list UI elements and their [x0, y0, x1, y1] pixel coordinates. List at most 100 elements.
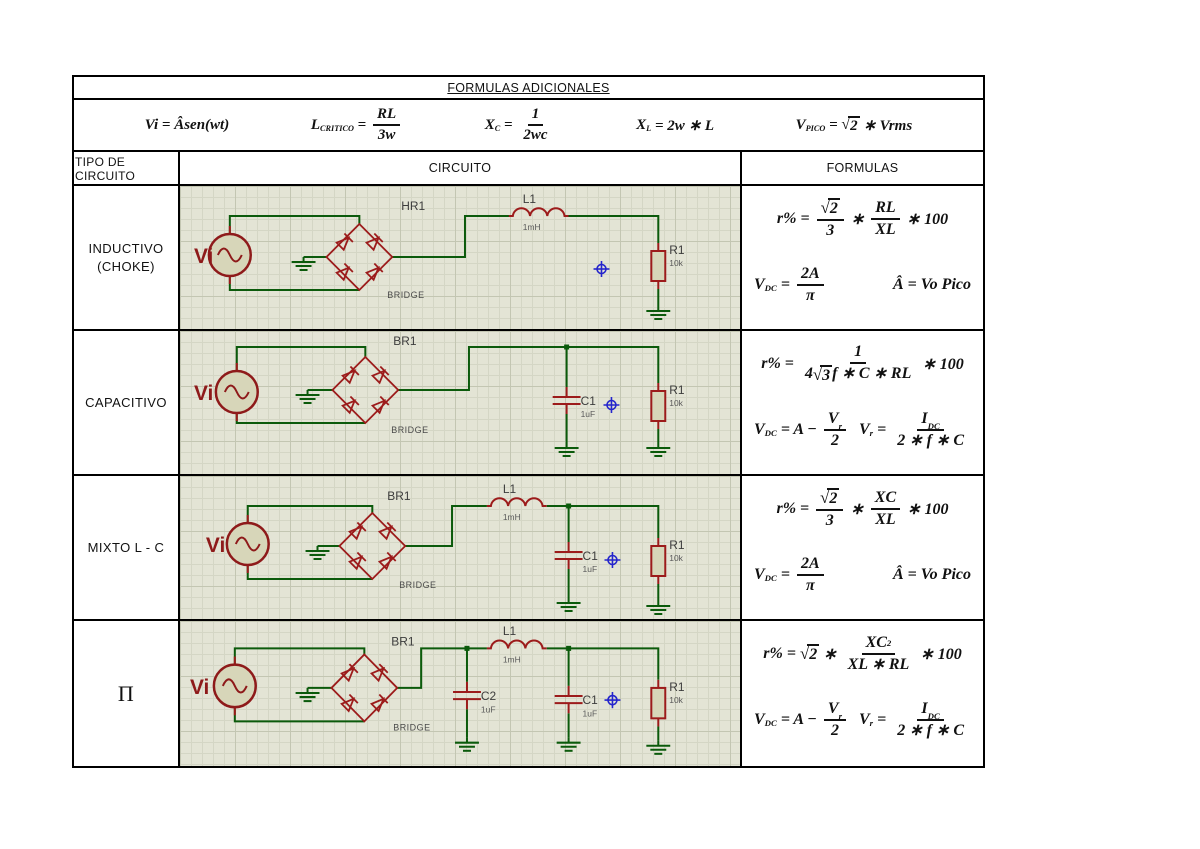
inductor	[485, 639, 548, 650]
ground-icon	[294, 686, 321, 703]
probe-icon	[592, 260, 611, 278]
ground-icon	[555, 597, 582, 612]
wire	[397, 647, 487, 689]
resistor-ref-label: R1	[669, 243, 685, 257]
source-label: Vi	[194, 245, 213, 268]
wire	[398, 346, 660, 391]
additional-formulas-title: FORMULAS ADICIONALES	[74, 77, 983, 100]
ground-icon	[645, 442, 672, 457]
ground-icon	[454, 736, 480, 752]
bridge-type-label: BRIDGE	[391, 425, 428, 435]
inductor-ref-label: L1	[503, 482, 517, 496]
type-label: CAPACITIVO	[85, 395, 167, 410]
probe-icon	[602, 396, 621, 414]
bridge-ref-label: BR1	[387, 489, 411, 503]
wire	[233, 707, 365, 723]
bridge-ref-label: BR1	[391, 634, 415, 648]
capacitor-ref-label: C1	[581, 394, 597, 408]
schematic-pi: Vi BR1 BRIDGE C2 1uF L1 1mH C1 1uF R1 10…	[190, 624, 685, 755]
inductor-value-label: 1mH	[523, 222, 541, 232]
schematic-capacitivo: Vi BR1 BRIDGE C1 1uF R1 10k	[194, 334, 685, 457]
probe-icon	[603, 691, 622, 710]
ground-icon	[290, 256, 317, 271]
wire	[228, 276, 360, 291]
inductor-value-label: 1mH	[503, 655, 521, 665]
bridge-type-label: BRIDGE	[393, 722, 430, 732]
ground-icon	[294, 389, 321, 404]
circuit-table: TIPO DE CIRCUITO CIRCUITO FORMULAS INDUC…	[72, 150, 985, 768]
bridge-ref-label: HR1	[401, 199, 425, 213]
ac-source	[212, 655, 257, 717]
ground-icon	[555, 736, 582, 752]
type-cell-inductivo: INDUCTIVO (CHOKE)	[74, 186, 180, 331]
capacitor-value-label: 1uF	[581, 409, 596, 419]
source-label: Vi	[194, 382, 213, 405]
wire	[233, 647, 366, 665]
header-circuito: CIRCUITO	[180, 152, 742, 186]
inductor	[507, 207, 570, 217]
inductor-ref-label: L1	[523, 192, 537, 206]
ac-source	[225, 513, 270, 575]
circuit-cell-mixto: Vi BR1 BRIDGE L1 1mH C1 1uF R1 10k	[180, 476, 742, 621]
ground-icon	[304, 545, 331, 560]
capacitor-value-label: 1uF	[583, 564, 598, 574]
ac-source	[207, 224, 252, 286]
wire	[228, 215, 361, 234]
resistor-ref-label: R1	[669, 383, 685, 397]
ground-icon	[645, 600, 672, 615]
circuit-cell-inductivo: Vi HR1 BRIDGE L1 1mH R1 10k	[180, 186, 742, 331]
capacitor	[452, 680, 482, 711]
source-label: Vi	[190, 676, 209, 699]
wire	[235, 413, 366, 424]
capacitor-value-label: 1uF	[583, 708, 598, 718]
wire	[235, 346, 367, 371]
resistor	[650, 537, 667, 585]
resistor	[650, 242, 667, 290]
resistor-ref-label: R1	[669, 680, 685, 694]
junction-dot	[566, 503, 572, 509]
source-label: Vi	[206, 534, 225, 557]
note-formula: Â = Vo Pico	[892, 566, 971, 583]
capacitor	[553, 541, 584, 570]
ground-icon	[553, 442, 580, 457]
resistor-ref-label: R1	[669, 538, 685, 552]
bridge-rectifier	[332, 357, 398, 423]
type-label: (CHOKE)	[97, 259, 155, 274]
capacitor-ref-label: C1	[583, 549, 599, 563]
bridge-type-label: BRIDGE	[387, 290, 424, 300]
wire	[246, 505, 374, 523]
bridge-ref-label: BR1	[393, 334, 417, 348]
ground-icon	[645, 305, 672, 320]
note-formula: Â = Vo Pico	[892, 276, 971, 293]
resistor-value-label: 10k	[669, 398, 683, 408]
resistor	[650, 382, 667, 430]
wire	[405, 505, 487, 547]
wire	[546, 647, 660, 680]
resistor	[650, 678, 667, 728]
junction-dot	[564, 344, 570, 350]
wire	[566, 215, 660, 243]
capacitor-ref-label: C1	[583, 693, 599, 707]
capacitor2-value-label: 1uF	[481, 704, 496, 714]
type-cell-pi: Π	[74, 621, 180, 766]
bridge-rectifier	[326, 224, 392, 290]
formula-vi: Vi = Âsen(wt)	[144, 116, 230, 133]
inductor	[485, 497, 548, 507]
circuit-cell-pi: Vi BR1 BRIDGE C2 1uF L1 1mH C1 1uF R1 10…	[180, 621, 742, 766]
schematic-inductivo: Vi HR1 BRIDGE L1 1mH R1 10k	[194, 192, 685, 320]
ground-icon	[645, 739, 672, 755]
wire	[392, 215, 511, 258]
bridge-type-label: BRIDGE	[399, 580, 436, 590]
